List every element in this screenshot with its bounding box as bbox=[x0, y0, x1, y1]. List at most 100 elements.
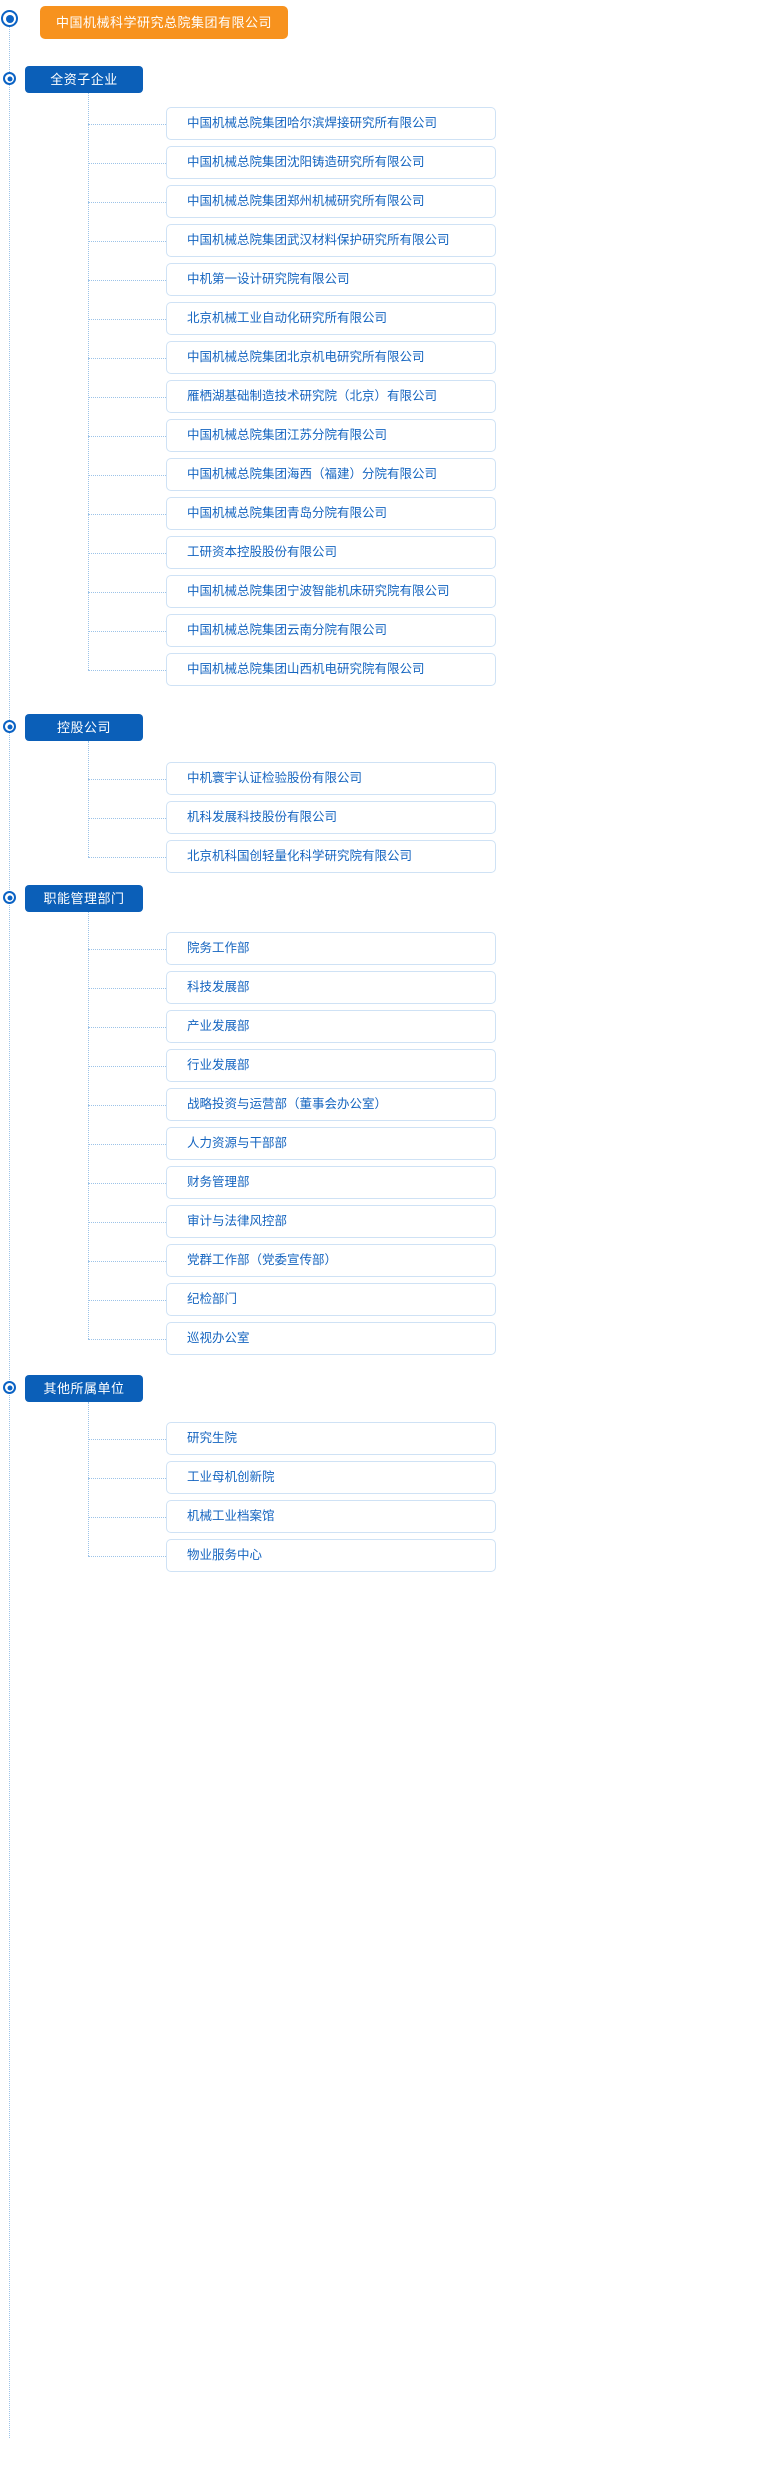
leaf-item: 中国机械总院集团海西（福建）分院有限公司 bbox=[0, 456, 779, 495]
leaf-item: 工业母机创新院 bbox=[0, 1459, 779, 1498]
leaf-item: 中机寰宇认证检验股份有限公司 bbox=[0, 760, 779, 799]
leaf-card[interactable]: 中国机械总院集团云南分院有限公司 bbox=[166, 614, 496, 647]
leaf-leader-connector bbox=[88, 163, 166, 164]
leaf-item: 机科发展科技股份有限公司 bbox=[0, 799, 779, 838]
leaf-leader-connector bbox=[88, 436, 166, 437]
leaf-item: 审计与法律风控部 bbox=[0, 1203, 779, 1242]
leaf-card[interactable]: 北京机械工业自动化研究所有限公司 bbox=[166, 302, 496, 335]
leaf-item: 财务管理部 bbox=[0, 1164, 779, 1203]
group-header-button-2[interactable]: 控股公司 bbox=[25, 714, 143, 741]
leaf-item: 中机第一设计研究院有限公司 bbox=[0, 261, 779, 300]
leaf-item: 人力资源与干部部 bbox=[0, 1125, 779, 1164]
leaf-card[interactable]: 中国机械总院集团青岛分院有限公司 bbox=[166, 497, 496, 530]
leaf-card[interactable]: 中国机械总院集团郑州机械研究所有限公司 bbox=[166, 185, 496, 218]
group-branch-connector bbox=[88, 1402, 89, 1556]
leaf-card[interactable]: 物业服务中心 bbox=[166, 1539, 496, 1572]
leaf-card[interactable]: 科技发展部 bbox=[166, 971, 496, 1004]
leaf-leader-connector bbox=[88, 1517, 166, 1518]
leaf-card[interactable]: 机科发展科技股份有限公司 bbox=[166, 801, 496, 834]
leaf-card[interactable]: 中国机械总院集团武汉材料保护研究所有限公司 bbox=[166, 224, 496, 257]
leaf-card[interactable]: 产业发展部 bbox=[166, 1010, 496, 1043]
leaf-card[interactable]: 工业母机创新院 bbox=[166, 1461, 496, 1494]
leaf-card[interactable]: 中机寰宇认证检验股份有限公司 bbox=[166, 762, 496, 795]
leaf-card[interactable]: 雁栖湖基础制造技术研究院（北京）有限公司 bbox=[166, 380, 496, 413]
leaf-card[interactable]: 人力资源与干部部 bbox=[166, 1127, 496, 1160]
leaf-card[interactable]: 院务工作部 bbox=[166, 932, 496, 965]
leaf-card[interactable]: 研究生院 bbox=[166, 1422, 496, 1455]
leaf-card[interactable]: 中国机械总院集团宁波智能机床研究院有限公司 bbox=[166, 575, 496, 608]
leaf-item: 巡视办公室 bbox=[0, 1320, 779, 1359]
leaf-card[interactable]: 中国机械总院集团北京机电研究所有限公司 bbox=[166, 341, 496, 374]
leaf-leader-connector bbox=[88, 553, 166, 554]
leaf-leader-connector bbox=[88, 1478, 166, 1479]
leaf-leader-connector bbox=[88, 397, 166, 398]
leaf-leader-connector bbox=[88, 475, 166, 476]
leaf-card[interactable]: 纪检部门 bbox=[166, 1283, 496, 1316]
leaf-card[interactable]: 中国机械总院集团海西（福建）分院有限公司 bbox=[166, 458, 496, 491]
leaf-leader-connector bbox=[88, 779, 166, 780]
leaf-item: 中国机械总院集团武汉材料保护研究所有限公司 bbox=[0, 222, 779, 261]
leaf-item: 中国机械总院集团宁波智能机床研究院有限公司 bbox=[0, 573, 779, 612]
leaf-card[interactable]: 中国机械总院集团哈尔滨焊接研究所有限公司 bbox=[166, 107, 496, 140]
leaf-leader-connector bbox=[88, 670, 166, 671]
leaf-card[interactable]: 机械工业档案馆 bbox=[166, 1500, 496, 1533]
root-node-row: 中国机械科学研究总院集团有限公司 bbox=[0, 6, 779, 58]
leaf-item: 纪检部门 bbox=[0, 1281, 779, 1320]
leaf-card[interactable]: 中国机械总院集团沈阳铸造研究所有限公司 bbox=[166, 146, 496, 179]
leaf-leader-connector bbox=[88, 358, 166, 359]
leaf-card[interactable]: 工研资本控股股份有限公司 bbox=[166, 536, 496, 569]
leaf-card[interactable]: 中国机械总院集团山西机电研究院有限公司 bbox=[166, 653, 496, 686]
root-node-marker-icon bbox=[1, 10, 18, 27]
leaf-item: 研究生院 bbox=[0, 1420, 779, 1459]
leaf-card[interactable]: 财务管理部 bbox=[166, 1166, 496, 1199]
leaf-leader-connector bbox=[88, 514, 166, 515]
leaf-card[interactable]: 北京机科国创轻量化科学研究院有限公司 bbox=[166, 840, 496, 873]
leaf-item: 北京机科国创轻量化科学研究院有限公司 bbox=[0, 838, 779, 877]
group-branch-connector bbox=[88, 741, 89, 857]
leaf-item: 中国机械总院集团哈尔滨焊接研究所有限公司 bbox=[0, 105, 779, 144]
leaf-item: 战略投资与运营部（董事会办公室） bbox=[0, 1086, 779, 1125]
leaf-card[interactable]: 中机第一设计研究院有限公司 bbox=[166, 263, 496, 296]
leaf-card[interactable]: 巡视办公室 bbox=[166, 1322, 496, 1355]
leaf-item: 中国机械总院集团沈阳铸造研究所有限公司 bbox=[0, 144, 779, 183]
leaf-leader-connector bbox=[88, 818, 166, 819]
group-header-button-4[interactable]: 其他所属单位 bbox=[25, 1375, 143, 1402]
group-node-marker-icon bbox=[3, 720, 16, 733]
leaf-leader-connector bbox=[88, 1066, 166, 1067]
leaf-leader-connector bbox=[88, 1222, 166, 1223]
leaf-item: 中国机械总院集团云南分院有限公司 bbox=[0, 612, 779, 651]
leaf-leader-connector bbox=[88, 319, 166, 320]
leaf-leader-connector bbox=[88, 592, 166, 593]
leaf-card[interactable]: 中国机械总院集团江苏分院有限公司 bbox=[166, 419, 496, 452]
leaf-leader-connector bbox=[88, 1027, 166, 1028]
leaf-card[interactable]: 审计与法律风控部 bbox=[166, 1205, 496, 1238]
leaf-leader-connector bbox=[88, 988, 166, 989]
group-header-button-3[interactable]: 职能管理部门 bbox=[25, 885, 143, 912]
group-header-button-1[interactable]: 全资子企业 bbox=[25, 66, 143, 93]
main-trunk-connector bbox=[9, 18, 10, 2438]
leaf-item: 科技发展部 bbox=[0, 969, 779, 1008]
leaf-item: 雁栖湖基础制造技术研究院（北京）有限公司 bbox=[0, 378, 779, 417]
leaf-item: 物业服务中心 bbox=[0, 1537, 779, 1576]
leaf-card[interactable]: 党群工作部（党委宣传部） bbox=[166, 1244, 496, 1277]
leaf-item: 院务工作部 bbox=[0, 930, 779, 969]
leaf-leader-connector bbox=[88, 241, 166, 242]
leaf-leader-connector bbox=[88, 124, 166, 125]
leaf-leader-connector bbox=[88, 857, 166, 858]
leaf-leader-connector bbox=[88, 1439, 166, 1440]
leaf-leader-connector bbox=[88, 280, 166, 281]
leaf-leader-connector bbox=[88, 1261, 166, 1262]
leaf-card[interactable]: 行业发展部 bbox=[166, 1049, 496, 1082]
group-node-marker-icon bbox=[3, 891, 16, 904]
group-node-marker-icon bbox=[3, 72, 16, 85]
leaf-item: 工研资本控股股份有限公司 bbox=[0, 534, 779, 573]
root-node-button[interactable]: 中国机械科学研究总院集团有限公司 bbox=[40, 6, 289, 39]
leaf-leader-connector bbox=[88, 949, 166, 950]
leaf-item: 中国机械总院集团郑州机械研究所有限公司 bbox=[0, 183, 779, 222]
leaf-card[interactable]: 战略投资与运营部（董事会办公室） bbox=[166, 1088, 496, 1121]
group-node-marker-icon bbox=[3, 1381, 16, 1394]
leaf-item: 中国机械总院集团山西机电研究院有限公司 bbox=[0, 651, 779, 690]
leaf-item: 北京机械工业自动化研究所有限公司 bbox=[0, 300, 779, 339]
leaf-item: 机械工业档案馆 bbox=[0, 1498, 779, 1537]
group-branch-connector bbox=[88, 912, 89, 1339]
